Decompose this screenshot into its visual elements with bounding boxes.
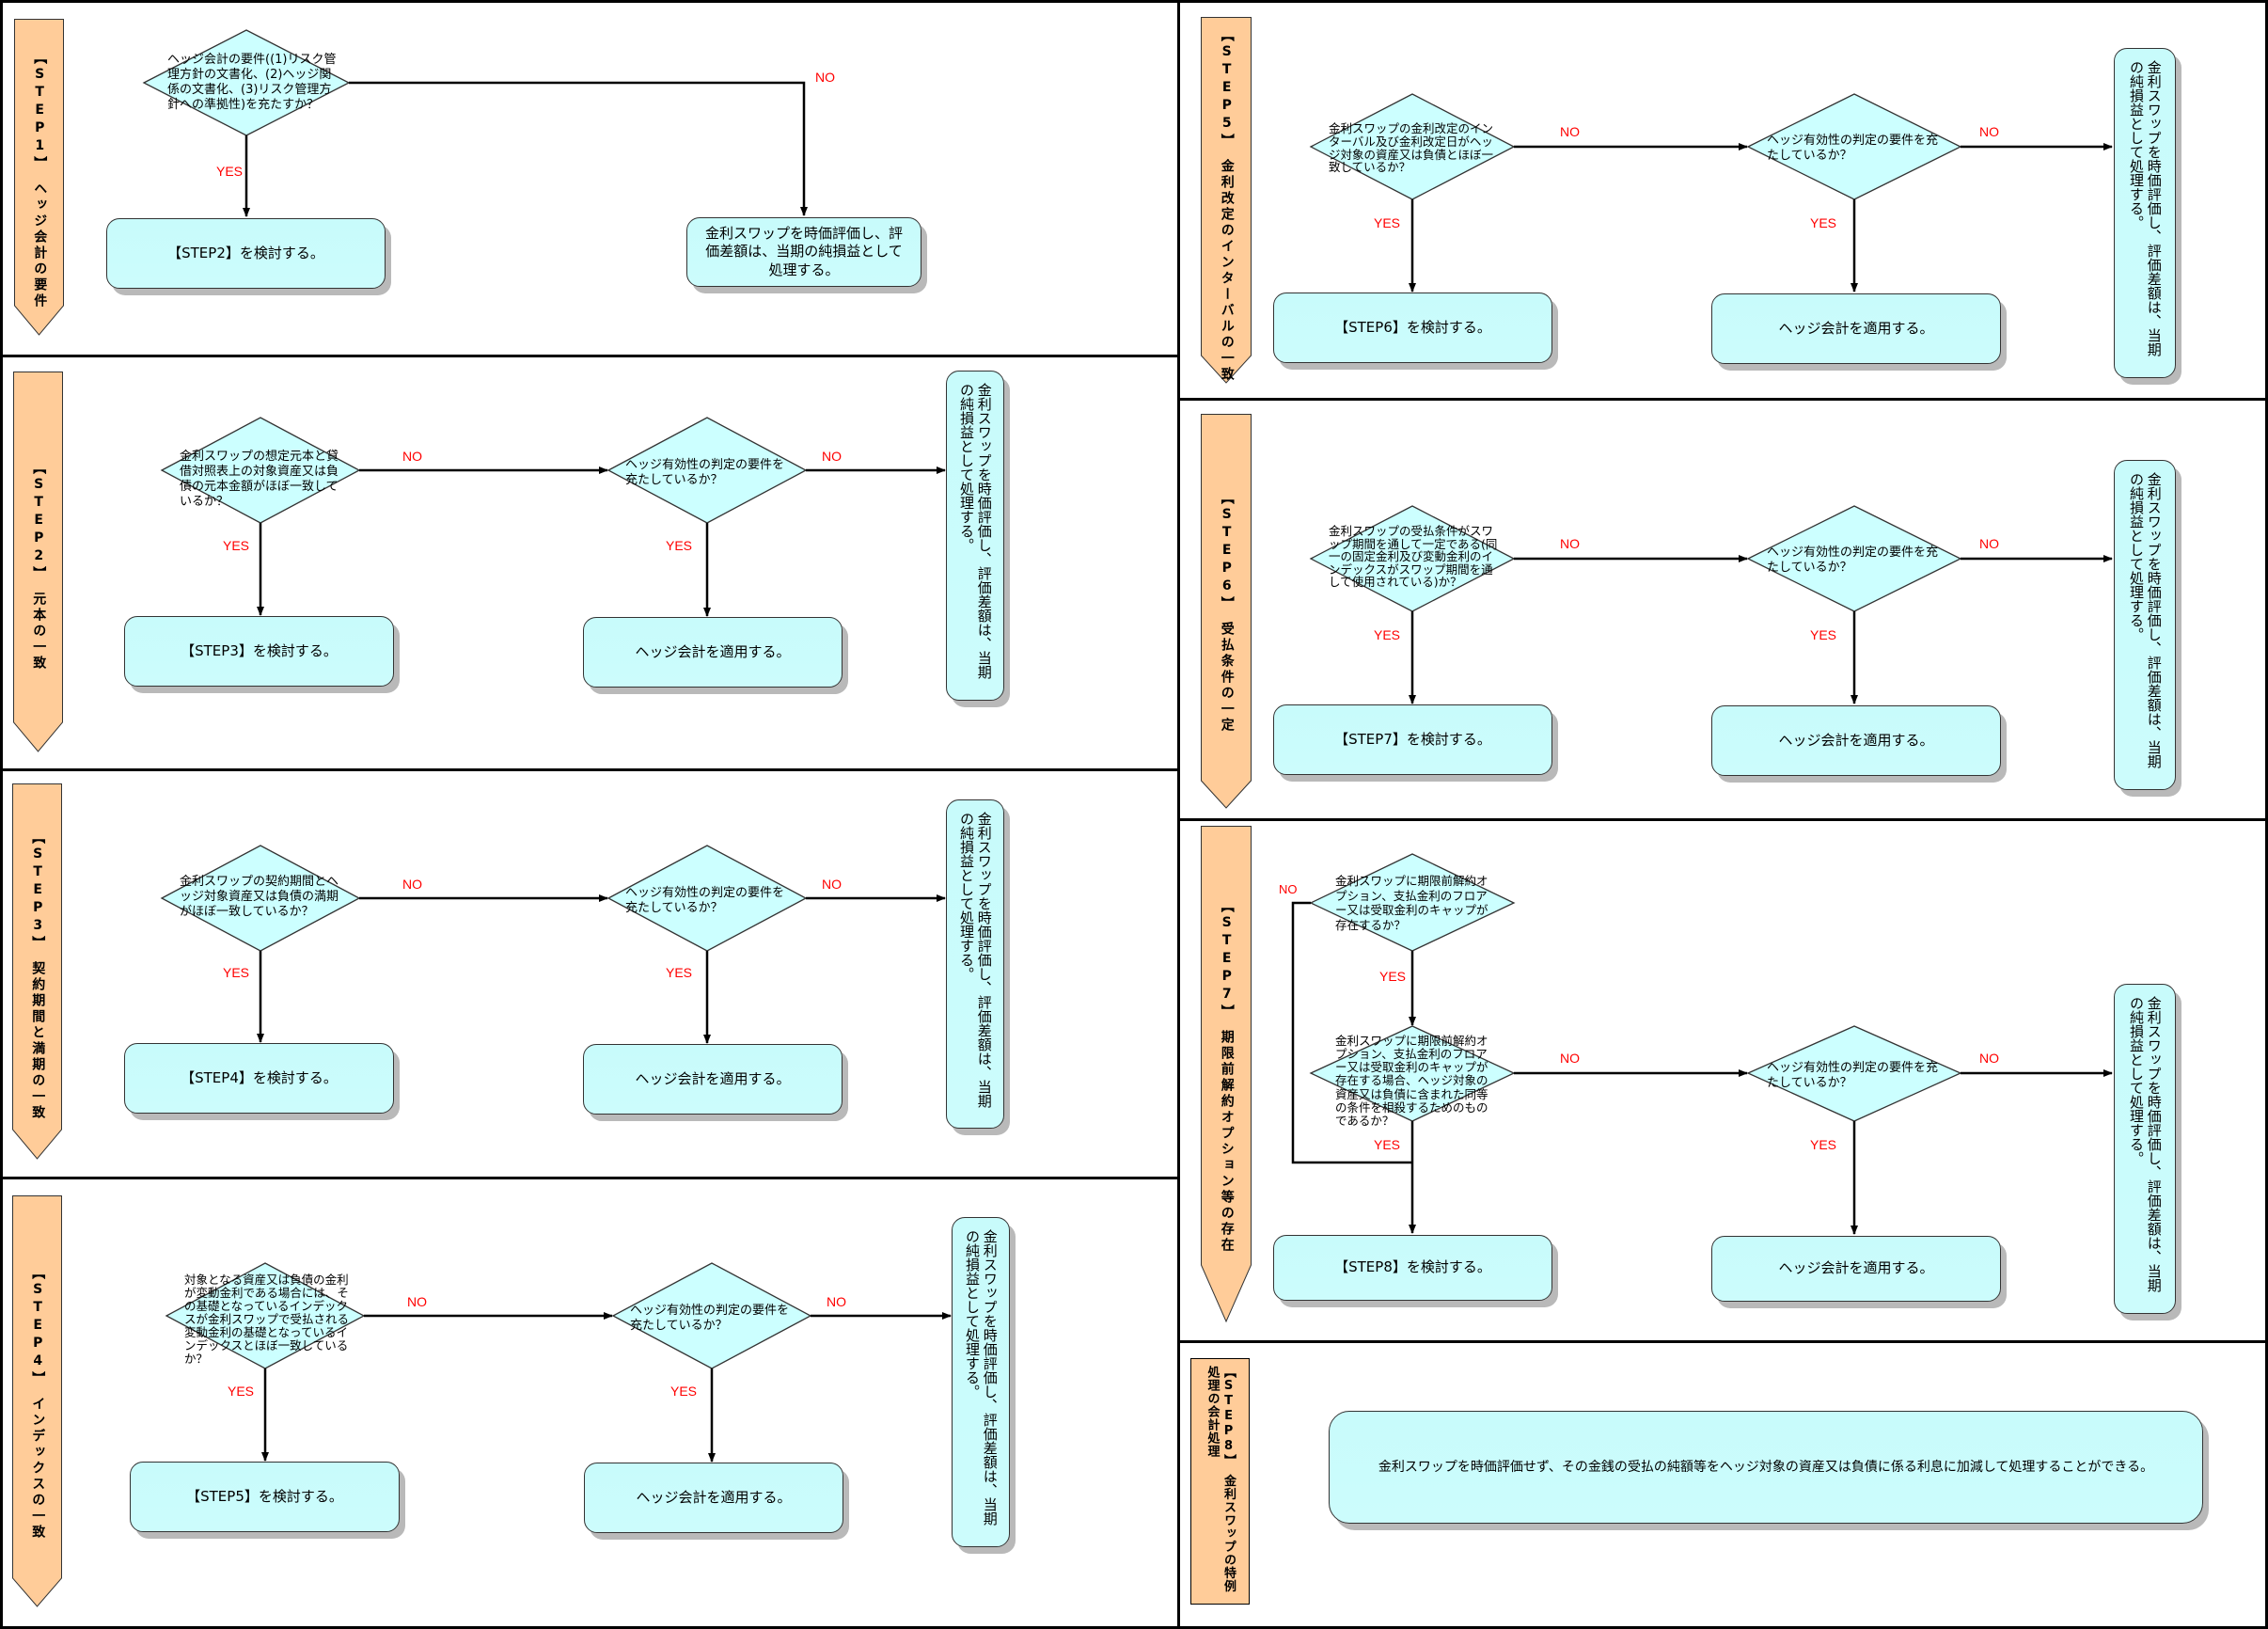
step3-no-label: NO bbox=[402, 877, 422, 892]
step7-eff-no-label: NO bbox=[1979, 1051, 1999, 1066]
step7-b-yes-label: YES bbox=[1374, 1137, 1401, 1152]
step3-effectiveness-question: ヘッジ有効性の判定の要件を充たしているか？ bbox=[625, 886, 785, 915]
step-arrow-shape bbox=[1201, 826, 1252, 1323]
step4-eff-yes-label: YES bbox=[670, 1384, 698, 1399]
step7-effectiveness-question: ヘッジ有効性の判定の要件を充たしているか？ bbox=[1767, 1061, 1939, 1090]
step2-question: 金利スワップの想定元本と貸借対照表上の対象資産又は負債の元本金額がほぼ一致してい… bbox=[180, 450, 339, 509]
step4-yes-label: YES bbox=[228, 1384, 255, 1399]
step6-question: 金利スワップの受払条件がスワップ期間を通して一定である(同一の固定金利及び変動金… bbox=[1329, 524, 1498, 589]
step7-label: 【STEP7】 期限前解約オプション等の存在 bbox=[1201, 826, 1252, 1323]
step2-eff-no-label: NO bbox=[822, 449, 842, 464]
step5-fair-value-result: 金利スワップを時価評価し、評価差額は、当期の純損益として処理する。 bbox=[2114, 48, 2176, 378]
step5-label: 【STEP5】 金利改定のインターバルの一致 bbox=[1201, 17, 1252, 384]
step-arrow-shape bbox=[1201, 414, 1252, 809]
step5-yes-result: 【STEP6】を検討する。 bbox=[1273, 293, 1552, 363]
step5-eff-no-label: NO bbox=[1979, 124, 1999, 139]
step4-effectiveness-question: ヘッジ有効性の判定の要件を充たしているか？ bbox=[630, 1304, 790, 1333]
step6-eff-no-label: NO bbox=[1979, 536, 1999, 551]
step2-fair-value-result: 金利スワップを時価評価し、評価差額は、当期の純損益として処理する。 bbox=[946, 371, 1004, 701]
step4-fair-value-result: 金利スワップを時価評価し、評価差額は、当期の純損益として処理する。 bbox=[952, 1217, 1010, 1547]
step-arrow-shape bbox=[1201, 17, 1252, 384]
step6-yes-label: YES bbox=[1374, 627, 1401, 642]
step7-a-no-label: NO bbox=[1279, 882, 1298, 896]
step2-yes-result: 【STEP3】を検討する。 bbox=[124, 616, 394, 687]
step-arrow-shape bbox=[12, 783, 62, 1160]
step4-apply-hedge: ヘッジ会計を適用する。 bbox=[584, 1463, 843, 1533]
step5-no-label: NO bbox=[1560, 124, 1580, 139]
step2-effectiveness-question: ヘッジ有効性の判定の要件を充たしているか？ bbox=[625, 458, 785, 487]
step4-no-label: NO bbox=[407, 1294, 427, 1309]
step6-no-label: NO bbox=[1560, 536, 1580, 551]
step2-label: 【STEP2】 元本の一致 bbox=[13, 372, 63, 752]
step4-yes-result: 【STEP5】を検討する。 bbox=[130, 1462, 400, 1532]
step3-apply-hedge: ヘッジ会計を適用する。 bbox=[583, 1044, 843, 1115]
step8-label: 【STEP8】 金利スワップの特例処理の会計処理 bbox=[1190, 1358, 1250, 1605]
step4-eff-no-label: NO bbox=[827, 1294, 846, 1309]
step7-b-no-label: NO bbox=[1560, 1051, 1580, 1066]
step2-yes-label: YES bbox=[223, 538, 250, 553]
step6-eff-yes-label: YES bbox=[1810, 627, 1837, 642]
step2-eff-yes-label: YES bbox=[666, 538, 693, 553]
step5-apply-hedge: ヘッジ会計を適用する。 bbox=[1711, 293, 2001, 364]
step1-label: 【STEP1】 ヘッジ会計の要件 bbox=[14, 19, 64, 336]
step7-eff-yes-label: YES bbox=[1810, 1137, 1837, 1152]
step7-a-yes-label: YES bbox=[1379, 969, 1407, 984]
step5-effectiveness-question: ヘッジ有効性の判定の要件を充たしているか？ bbox=[1767, 134, 1939, 163]
step1-question: ヘッジ会計の要件((1)リスク管理方針の文書化、(2)ヘッジ関係の文書化、(3)… bbox=[167, 53, 337, 112]
step7-yes-result: 【STEP8】を検討する。 bbox=[1273, 1235, 1552, 1301]
step6-fair-value-result: 金利スワップを時価評価し、評価差額は、当期の純損益として処理する。 bbox=[2114, 460, 2176, 790]
step4-label: 【STEP4】 インデックスの一致 bbox=[12, 1195, 62, 1607]
step7-question-a: 金利スワップに期限前解約オプション、支払金利のフロアー又は受取金利のキャップが存… bbox=[1335, 874, 1488, 932]
step2-no-label: NO bbox=[402, 449, 422, 464]
step3-yes-label: YES bbox=[223, 965, 250, 980]
step1-no-result: 金利スワップを時価評価し、評価差額は、当期の純損益として処理する。 bbox=[686, 217, 921, 287]
step8-result: 金利スワップを時価評価せず、その金銭の受払の純額等をヘッジ対象の資産又は負債に係… bbox=[1329, 1411, 2203, 1524]
step3-fair-value-result: 金利スワップを時価評価し、評価差額は、当期の純損益として処理する。 bbox=[946, 799, 1004, 1129]
step7-question-b: 金利スワップに期限前解約オプション、支払金利のフロアー又は受取金利のキャップが存… bbox=[1335, 1034, 1488, 1128]
step1-yes-label: YES bbox=[216, 164, 244, 179]
step1-no-label: NO bbox=[815, 70, 835, 85]
step-arrow-shape bbox=[13, 372, 63, 752]
step5-eff-yes-label: YES bbox=[1810, 215, 1837, 230]
step7-fair-value-result: 金利スワップを時価評価し、評価差額は、当期の純損益として処理する。 bbox=[2114, 984, 2176, 1314]
step3-question: 金利スワップの契約期間とヘッジ対象資産又は負債の満期がほぼ一致しているか？ bbox=[180, 875, 339, 919]
step5-question: 金利スワップの金利改定のインターバル及び金利改定日がヘッジ対象の資産又は負債とほ… bbox=[1329, 121, 1494, 175]
step-arrow-shape bbox=[12, 1195, 62, 1607]
step5-yes-label: YES bbox=[1374, 215, 1401, 230]
step3-label: 【STEP3】 契約期間と満期の一致 bbox=[12, 783, 62, 1160]
step-arrow-shape bbox=[14, 19, 64, 336]
step6-effectiveness-question: ヘッジ有効性の判定の要件を充たしているか？ bbox=[1767, 546, 1939, 575]
step7-apply-hedge: ヘッジ会計を適用する。 bbox=[1711, 1236, 2001, 1302]
step6-label: 【STEP6】 受払条件の一定 bbox=[1201, 414, 1252, 809]
step3-yes-result: 【STEP4】を検討する。 bbox=[124, 1043, 394, 1114]
step-arrow-shape bbox=[1190, 1358, 1250, 1605]
step4-question: 対象となる資産又は負債の金利が変動金利である場合には、その基礎となっているインデ… bbox=[184, 1273, 350, 1366]
step6-yes-result: 【STEP7】を検討する。 bbox=[1273, 704, 1552, 775]
step1-yes-result: 【STEP2】を検討する。 bbox=[106, 218, 386, 289]
step3-eff-yes-label: YES bbox=[666, 965, 693, 980]
step3-eff-no-label: NO bbox=[822, 877, 842, 892]
step2-apply-hedge: ヘッジ会計を適用する。 bbox=[583, 617, 843, 688]
step6-apply-hedge: ヘッジ会計を適用する。 bbox=[1711, 705, 2001, 776]
